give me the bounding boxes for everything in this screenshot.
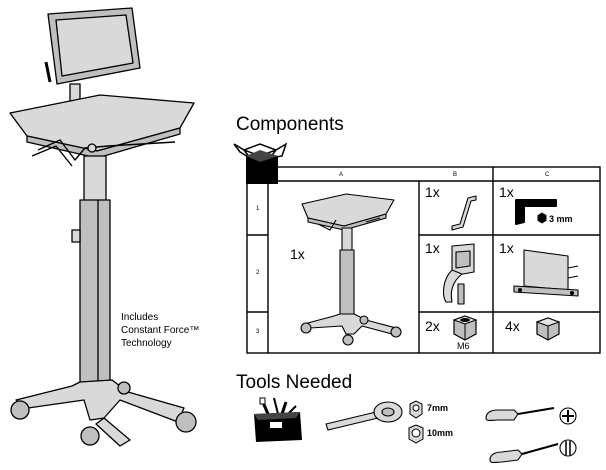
- cart-caption-line-2: Constant Force™: [121, 325, 200, 336]
- hex-nut-icon: [452, 315, 478, 341]
- col-header-a: A: [339, 172, 344, 178]
- nut-size-label: M6: [457, 341, 470, 351]
- socket-7mm-label: 7mm: [427, 403, 449, 413]
- hex-key-size-label: 3 mm: [549, 214, 573, 224]
- row-header-3: 3: [256, 329, 260, 335]
- cell-a2-qty: 1x: [290, 246, 305, 262]
- col-header-c: C: [545, 172, 550, 178]
- box-icon: [233, 142, 288, 184]
- cell-c3-qty: 4x: [505, 318, 520, 334]
- phillips-screwdriver-icon: [485, 407, 577, 425]
- socket-7mm-icon: [409, 400, 423, 419]
- tablet-arm-illustration: [442, 243, 475, 305]
- mounting-plate-illustration: [513, 249, 579, 297]
- col-header-b: B: [453, 172, 458, 178]
- row-header-2: 2: [256, 270, 260, 276]
- cell-b2-qty: 1x: [425, 240, 440, 256]
- toolbox-icon: [254, 397, 302, 442]
- bolt-icon: [535, 317, 561, 341]
- flathead-screwdriver-icon: [489, 439, 577, 464]
- cart-assembly-illustration: [300, 193, 402, 346]
- components-title: Components: [236, 114, 344, 135]
- row-header-1: 1: [256, 206, 260, 212]
- bracket-illustration: [451, 195, 477, 231]
- cart-caption-line-1: Includes: [121, 312, 159, 323]
- cell-c2-qty: 1x: [499, 240, 514, 256]
- ratchet-wrench-icon: [325, 401, 403, 431]
- socket-10mm-label: 10mm: [427, 428, 454, 438]
- hex-key-icon: [515, 199, 557, 225]
- cell-b1-qty: 1x: [425, 184, 440, 200]
- cell-b3-qty: 2x: [425, 318, 440, 334]
- cart-caption-line-3: Technology: [121, 338, 172, 349]
- socket-10mm-icon: [408, 424, 424, 444]
- cart-caption: Includes Constant Force™ Technology: [121, 311, 221, 350]
- tools-title: Tools Needed: [236, 372, 353, 393]
- cell-c1-qty: 1x: [499, 184, 514, 200]
